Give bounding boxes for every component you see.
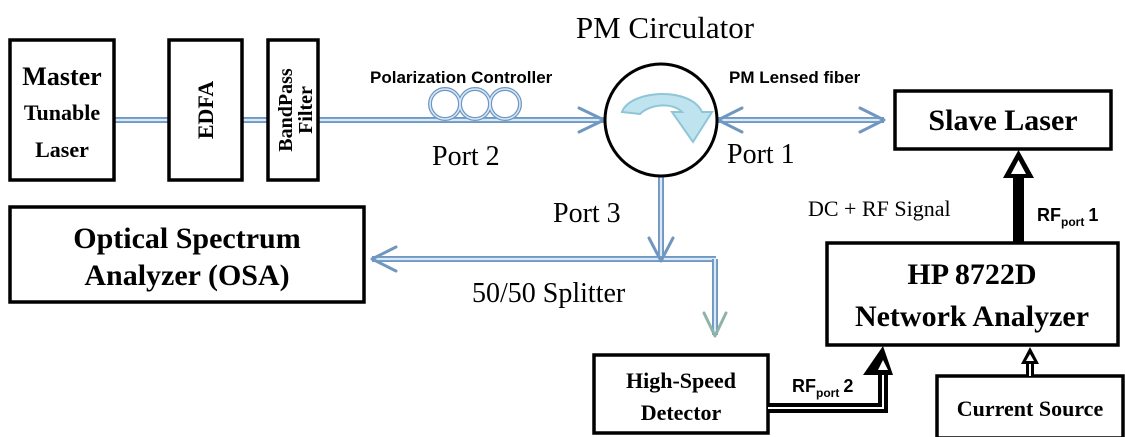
slave-laser-block: Slave Laser [893,89,1113,151]
electrical-connections [768,150,1039,413]
network-analyzer-label-line2: Network Analyzer [855,300,1089,333]
polarization-controller-label: Polarization Controller [370,68,553,87]
current-source-label: Current Source [957,396,1104,421]
detector-label-line2: Detector [641,400,722,425]
edfa-label: EDFA [193,81,218,139]
high-speed-detector-block: High-Speed Detector [592,353,770,435]
pm-circulator-title: PM Circulator [576,10,755,45]
port2-label: Port 2 [432,141,500,172]
fiber-paths [114,117,884,335]
circulator-arrow-icon [620,93,714,144]
master-label-line1: Master [22,62,101,91]
detector-label-line1: High-Speed [626,368,736,393]
master-label-line2: Tunable [24,100,100,125]
slave-laser-label: Slave Laser [928,104,1077,137]
bandpass-filter-block: BandPass Filter [266,38,320,182]
edfa-block: EDFA [167,38,244,182]
bandpass-label-line2: Filter [295,86,317,134]
polarization-controller-icon [428,87,522,121]
dc-rf-signal-label: DC + RF Signal [808,196,951,221]
osa-block: Optical Spectrum Analyzer (OSA) [8,205,366,304]
master-label-line3: Laser [35,137,89,162]
splitter-label: 50/50 Splitter [472,278,626,309]
network-analyzer-label-line1: HP 8722D [907,258,1036,291]
current-source-block: Current Source [935,374,1125,437]
bandpass-label-line1: BandPass [275,68,297,152]
pm-circulator [603,62,719,178]
osa-label-line2: Analyzer (OSA) [84,259,289,292]
network-analyzer-block: HP 8722D Network Analyzer [825,241,1120,347]
port3-label: Port 3 [553,198,621,229]
master-tunable-laser-block: Master Tunable Laser [8,38,116,182]
osa-label-line1: Optical Spectrum [73,222,300,255]
pm-lensed-fiber-label: PM Lensed fiber [729,68,861,87]
port1-label: Port 1 [727,139,795,170]
